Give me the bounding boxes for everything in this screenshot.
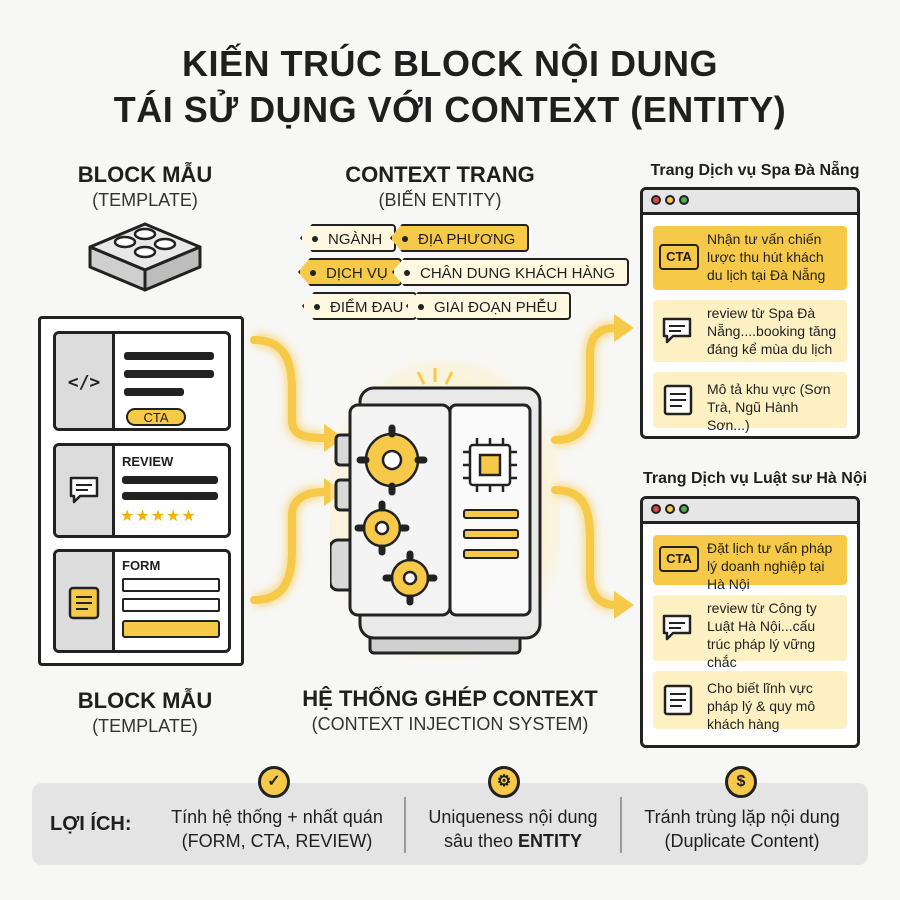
page1-review-row: review từ Spa Đà Nẵng....booking tăng đá… [653,300,847,362]
form-label: FORM [122,558,161,573]
benefit-1-line1: Tính hệ thống + nhất quán [171,807,383,827]
page2-review-text: review từ Công ty Luật Hà Nội...cấu trúc… [707,600,817,670]
tag-giai-doan-pheu: GIAI ĐOẠN PHỄU [406,292,572,320]
close-dot-icon [651,504,661,514]
benefit-3-line1: Tránh trùng lặp nội dung [644,807,840,827]
gears-icon: ⚙ [488,766,520,798]
form-submit-button [122,620,220,638]
review-label: REVIEW [122,454,174,469]
block-template-heading-top: BLOCK MẪU [77,162,213,187]
output-arrows [551,314,634,619]
document-icon [663,684,693,716]
benefits-label: LỢI ÍCH: [50,813,132,835]
page2-cta-badge: CTA [659,546,699,572]
form-template-card: FORM [53,549,231,653]
form-document-icon [68,586,100,620]
context-heading: CONTEXT TRANG [345,162,535,187]
page1-cta-row: CTA Nhận tư vấn chiến lược thu hút khách… [653,226,847,290]
page1-cta-badge: CTA [659,244,699,270]
code-icon: </> [67,372,101,393]
page1-browser: CTA Nhận tư vấn chiến lược thu hút khách… [640,187,860,439]
page2-title: Trang Dịch vụ Luật sư Hà Nội [642,470,868,487]
chat-bubble-icon [662,614,692,641]
form-field-2 [122,598,220,612]
block-template-sub-bottom: (TEMPLATE) [92,716,198,736]
benefit-2-line1: Uniqueness nội dung [428,807,598,827]
benefit-3: Tránh trùng lặp nội dung (Duplicate Cont… [622,805,862,853]
chat-bubble-icon [662,317,692,344]
system-heading: HỆ THỐNG GHÉP CONTEXT [302,686,598,711]
context-machine-illustration [330,360,560,660]
review-template-card: REVIEW ★★★★★ [53,443,231,538]
page-title-line2: TÁI SỬ DỤNG VỚI CONTEXT (ENTITY) [113,89,787,130]
form-field-1 [122,578,220,592]
system-sub: (CONTEXT INJECTION SYSTEM) [311,714,589,734]
benefit-3-line2: (Duplicate Content) [664,831,820,851]
divider [404,797,406,853]
page2-review-row: review từ Công ty Luật Hà Nội...cấu trúc… [653,595,847,670]
template-blocks-panel: </> CTA REVIEW ★★★★★ FORM [38,316,244,666]
chat-bubble-icon [69,476,99,504]
minimize-dot-icon [665,504,675,514]
close-dot-icon [651,195,661,205]
minimize-dot-icon [665,195,675,205]
page1-cta-text: Nhận tư vấn chiến lược thu hút khách du … [707,231,826,283]
dollar-icon: $ [725,766,757,798]
page1-browser-bar [643,190,857,215]
page2-form-row: Cho biết lĩnh vực pháp lý & quy mô khách… [653,671,847,732]
tag-chan-dung-khach-hang: CHÂN DUNG KHÁCH HÀNG [392,258,630,286]
maximize-dot-icon [679,504,689,514]
benefits-footer: LỢI ÍCH: Tính hệ thống + nhất quán (FORM… [32,783,868,865]
page1-form-row: Mô tả khu vực (Sơn Trà, Ngũ Hành Sơn...) [653,372,847,433]
benefit-1-line2: (FORM, CTA, REVIEW) [181,831,373,851]
star-rating: ★★★★★ [120,508,197,525]
page-title-line1: KIẾN TRÚC BLOCK NỘI DUNG [182,43,718,84]
maximize-dot-icon [679,195,689,205]
page2-browser: CTA Đặt lịch tư vấn pháp lý doanh nghiệp… [640,496,860,748]
check-icon: ✓ [258,766,290,798]
tag-dia-phuong: ĐỊA PHƯƠNG [390,224,530,252]
benefit-2-line2: sâu theo ENTITY [443,831,583,851]
cta-button[interactable]: CTA [126,408,186,426]
page2-cta-row: CTA Đặt lịch tư vấn pháp lý doanh nghiệp… [653,535,847,592]
page1-review-text: review từ Spa Đà Nẵng....booking tăng đá… [707,305,837,357]
context-sub: (BIẾN ENTITY) [378,190,502,210]
cta-template-card: </> CTA [53,331,231,431]
block-template-sub-top: (TEMPLATE) [92,190,198,210]
benefit-2: Uniqueness nội dung sâu theo ENTITY [408,805,618,853]
page1-form-text: Mô tả khu vực (Sơn Trà, Ngũ Hành Sơn...) [707,381,831,433]
tag-nganh: NGÀNH [300,224,397,252]
page1-title: Trang Dịch vụ Spa Đà Nẵng [650,162,860,179]
benefit-1: Tính hệ thống + nhất quán (FORM, CTA, RE… [152,805,402,853]
divider [620,797,622,853]
tag-dich-vu: DỊCH VỤ [298,258,402,286]
page2-cta-text: Đặt lịch tư vấn pháp lý doanh nghiệp tại… [707,540,833,592]
page2-form-text: Cho biết lĩnh vực pháp lý & quy mô khách… [707,680,816,732]
document-icon [663,384,693,416]
lego-brick-icon [88,222,202,292]
block-template-heading-bottom: BLOCK MẪU [77,688,213,713]
page2-browser-bar [643,499,857,524]
